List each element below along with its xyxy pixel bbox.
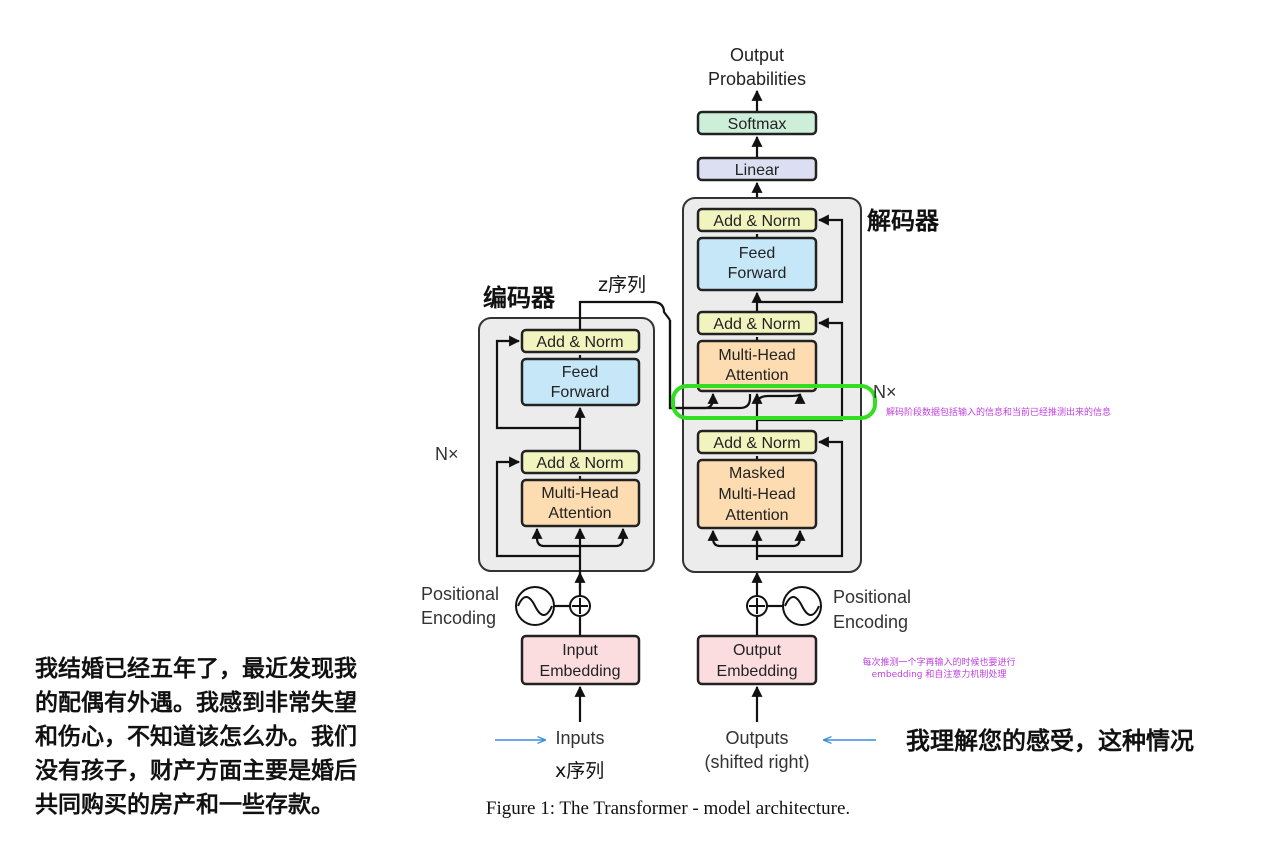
assistant-reply: 我理解您的感受，这种情况	[906, 727, 1194, 755]
encoder-sine-curve	[517, 596, 553, 616]
encoder-add-norm-1-label: Add & Norm	[536, 455, 623, 472]
decoder-masked-attention-label-line1: Masked	[729, 465, 785, 482]
encoder-feed-forward-label-line2: Forward	[551, 384, 610, 401]
user-message-line2: 的配偶有外遇。我感到非常失望	[35, 689, 357, 716]
user-message-line4: 没有孩子，财产方面主要是婚后	[35, 757, 357, 784]
encoder-feed-forward-label-line1: Feed	[562, 364, 598, 381]
z-sequence-annotation: z序列	[598, 274, 646, 296]
decoder-masked-attention-label-line3: Attention	[725, 507, 788, 524]
decoder-nx-label: N×	[873, 382, 897, 402]
embedding-note-line2: embedding 和自注意力机制处理	[872, 668, 1007, 680]
encoder-self-attention-label-line2: Attention	[548, 505, 611, 522]
outputs-label-line1: Outputs	[725, 728, 788, 748]
output-probabilities-label-line2: Probabilities	[708, 69, 806, 89]
decoder-add-norm-2-box	[696, 310, 818, 336]
softmax-box	[696, 110, 818, 136]
encoder-output-path	[578, 300, 671, 330]
dec-residual-1	[757, 436, 844, 558]
cross-attention-inputs-highlight	[671, 384, 877, 420]
decoder-cross-attention-label-line1: Multi-Head	[718, 347, 795, 364]
transformer-architecture-diagram: Output Probabilities Softmax Linear Add …	[421, 45, 1111, 819]
enc-k-arrow	[531, 527, 580, 548]
decoder-masked-attention-box	[696, 458, 818, 530]
encoder-positional-encoding-line1: Positional	[421, 584, 499, 604]
enc-q-arrow	[580, 527, 629, 548]
input-embedding-box	[520, 634, 641, 686]
enc-residual-2	[495, 335, 580, 430]
output-probabilities-label-line1: Output	[730, 45, 784, 65]
decoder-annotation: 解码器	[867, 207, 940, 235]
user-message-line5: 共同购买的房产和一些存款。	[35, 791, 334, 818]
outputs-label-line2: (shifted right)	[704, 752, 809, 772]
decoder-add-norm-3-box	[696, 207, 818, 233]
decoder-feed-forward-label-line1: Feed	[739, 245, 775, 262]
user-message-line1: 我结婚已经五年了，最近发现我	[35, 655, 357, 682]
decoder-cross-attention-box	[696, 339, 818, 393]
output-embedding-label-line1: Output	[733, 642, 782, 659]
encoder-self-attention-box	[520, 478, 641, 528]
decoder-feed-forward-box	[696, 236, 818, 292]
embedding-note-line1: 每次推测一个字再输入的时候也要进行	[862, 656, 1015, 668]
encoder-feed-forward-box	[520, 357, 641, 407]
enc-residual-1	[495, 456, 580, 558]
output-embedding-box	[696, 634, 818, 686]
encoder-add-norm-1-box	[520, 449, 641, 475]
user-message-line3: 和伤心，不知道该怎么办。我们	[35, 723, 357, 750]
dec-masked-k-arrow	[707, 529, 757, 548]
decoder-add-norm-2-label: Add & Norm	[713, 316, 800, 333]
decoder-masked-attention-label-line2: Multi-Head	[718, 486, 795, 503]
figure-caption: Figure 1: The Transformer - model archit…	[486, 798, 850, 819]
input-embedding-label-line1: Input	[562, 642, 598, 659]
decoder-feed-forward-label-line2: Forward	[728, 265, 787, 282]
linear-label: Linear	[735, 162, 780, 179]
decoder-add-norm-1-label: Add & Norm	[713, 435, 800, 452]
decoder-add-norm-3-label: Add & Norm	[713, 213, 800, 230]
decoder-cross-attention-label-line2: Attention	[725, 367, 788, 384]
linear-box	[696, 156, 818, 182]
dec-masked-q-arrow	[757, 529, 806, 548]
x-sequence-annotation: x序列	[555, 760, 604, 782]
softmax-label: Softmax	[728, 116, 787, 133]
decoder-positional-encoding-line1: Positional	[833, 587, 911, 607]
decoder-sine-curve	[784, 596, 820, 616]
decoder-positional-encoding-line2: Encoding	[833, 612, 908, 632]
encoder-output-to-v-arrow	[668, 320, 752, 410]
user-message: 我结婚已经五年了，最近发现我 的配偶有外遇。我感到非常失望 和伤心，不知道该怎么…	[35, 655, 357, 818]
decoder-data-note: 解码阶段数据包括输入的信息和当前已经推测出来的信息	[886, 406, 1111, 418]
encoder-annotation: 编码器	[483, 284, 556, 312]
inputs-label: Inputs	[555, 728, 604, 748]
output-embedding-label-line2: Embedding	[717, 663, 798, 680]
encoder-positional-encoding-line2: Encoding	[421, 608, 496, 628]
dec-residual-3	[757, 214, 844, 304]
encoder-self-attention-label-line1: Multi-Head	[541, 485, 618, 502]
encoder-block	[478, 317, 655, 572]
encoder-nx-label: N×	[435, 444, 459, 464]
encoder-add-norm-2-label: Add & Norm	[536, 334, 623, 351]
input-embedding-label-line2: Embedding	[540, 663, 621, 680]
